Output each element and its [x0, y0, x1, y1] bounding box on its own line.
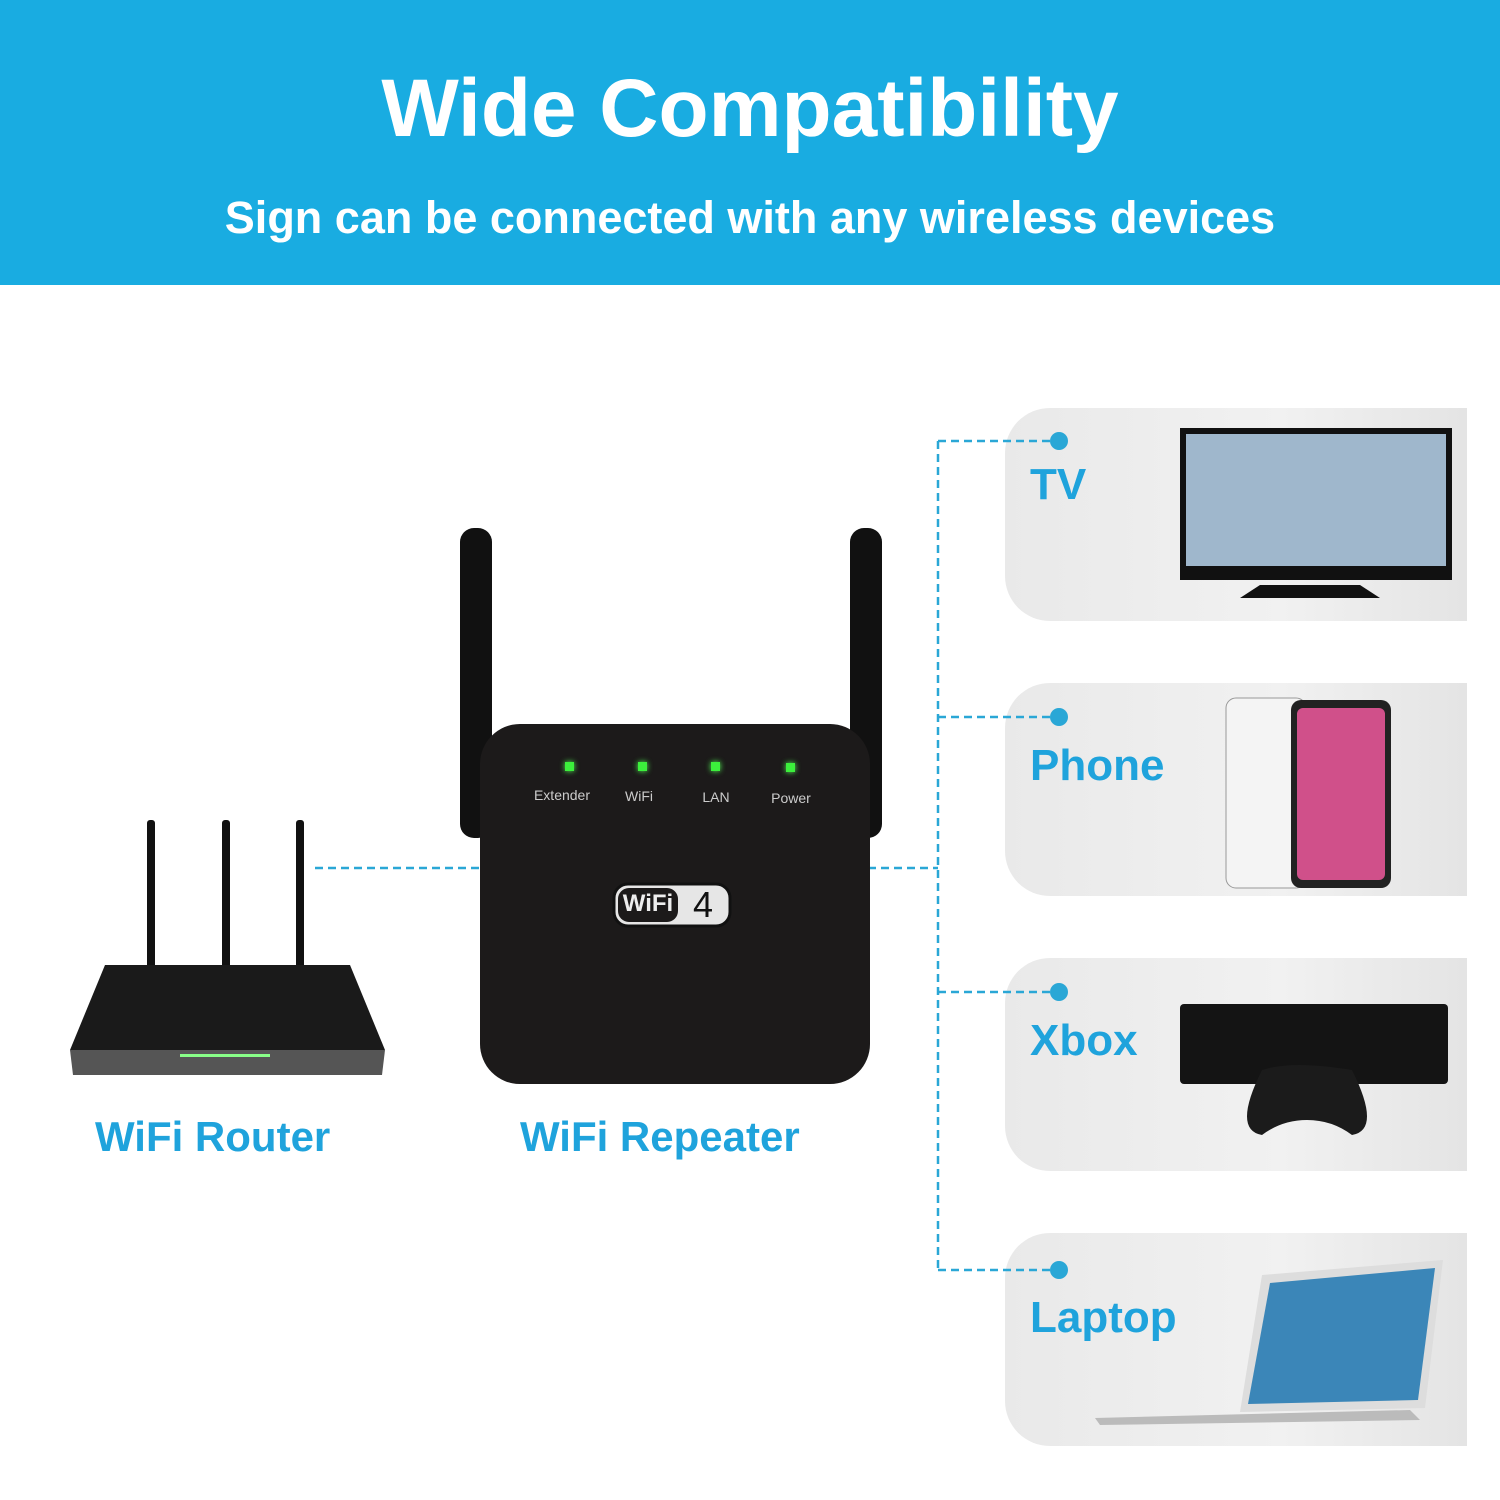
lan-led [711, 762, 720, 771]
router-icon [70, 820, 385, 1075]
device-label: Phone [1030, 741, 1165, 790]
indicator-label: LAN [702, 789, 730, 805]
indicator-label: Extender [533, 787, 591, 803]
device-label: TV [1030, 460, 1087, 509]
wifi-badge-number: 4 [692, 884, 714, 925]
phone-icon [1225, 697, 1391, 889]
router-label: WiFi Router [95, 1113, 331, 1160]
xbox-icon [1180, 1004, 1448, 1135]
page-subtitle: Sign can be connected with any wireless … [224, 192, 1276, 243]
extender-led [565, 762, 574, 771]
device-label: Xbox [1030, 1016, 1138, 1065]
laptop-icon [1095, 1260, 1443, 1425]
indicator-label: Power [771, 790, 811, 806]
tv-icon [1180, 428, 1452, 598]
connection-dots [1050, 432, 1068, 1279]
wifi-led [638, 762, 647, 771]
indicator-label: WiFi [625, 788, 653, 804]
device-label: Laptop [1030, 1293, 1177, 1342]
power-led [786, 763, 795, 772]
repeater-label: WiFi Repeater [520, 1113, 800, 1160]
header-banner: Wide Compatibility Sign can be connected… [0, 0, 1500, 285]
connection-lines [315, 439, 1057, 1272]
repeater-icon [460, 528, 882, 1084]
page-title: Wide Compatibility [381, 63, 1119, 154]
wifi-badge-text: WiFi [622, 890, 674, 917]
